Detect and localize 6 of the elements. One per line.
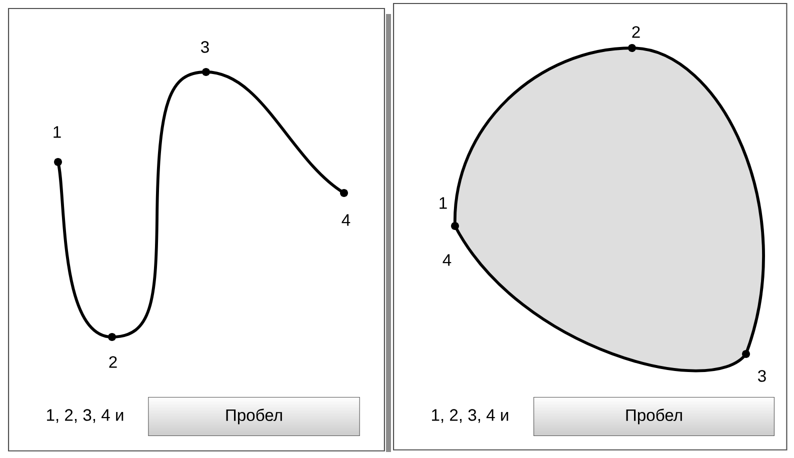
point-number: 4 bbox=[442, 254, 452, 266]
point-number: 2 bbox=[632, 26, 640, 38]
point-number: 1 bbox=[440, 197, 447, 209]
point-number: 3 bbox=[758, 370, 766, 382]
panel-text: 1, 2, 3, 4 и bbox=[432, 409, 508, 423]
space-button: Пробел bbox=[534, 396, 774, 436]
